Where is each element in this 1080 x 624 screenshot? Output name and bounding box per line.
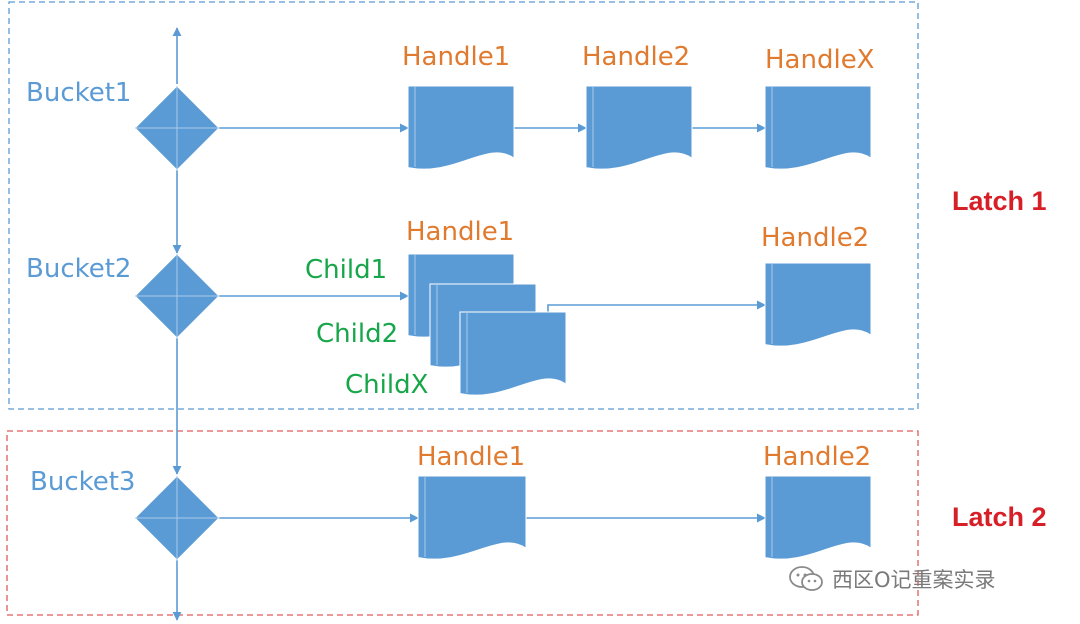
row3-handle1-doc <box>417 475 527 560</box>
row3-handle2-doc <box>764 475 872 560</box>
row1-handlex-doc <box>764 85 872 170</box>
row2-handle2-label: Handle2 <box>761 223 870 253</box>
row3-handle1-label: Handle1 <box>417 442 526 472</box>
row1-handle2-label: Handle2 <box>582 42 691 72</box>
bucket2-label: Bucket2 <box>26 254 132 284</box>
childx-label: ChildX <box>345 370 429 400</box>
row3-handle2-label: Handle2 <box>763 442 872 472</box>
latch1-label: Latch 1 <box>952 186 1047 216</box>
bucket1-label: Bucket1 <box>26 78 132 108</box>
watermark-text: 西区O记重案实录 <box>832 568 996 592</box>
connector-child-h2 <box>547 300 766 312</box>
child2-label: Child2 <box>316 319 399 349</box>
watermark: 西区O记重案实录 <box>788 564 996 594</box>
latch2-label: Latch 2 <box>952 502 1047 532</box>
child1-label: Child1 <box>305 255 388 285</box>
wechat-icon <box>789 566 823 591</box>
latch-1-border <box>8 1 919 410</box>
bucket3-label: Bucket3 <box>30 467 136 497</box>
row2-handle1-label: Handle1 <box>406 217 515 247</box>
row1-handle2-doc <box>585 85 693 170</box>
latch-2-border <box>6 430 919 616</box>
row1-handle1-label: Handle1 <box>402 42 511 72</box>
row1-handle1-doc <box>407 85 515 170</box>
row2-handle1-childx-doc <box>459 311 567 396</box>
chain-connectors <box>218 123 766 523</box>
row2-handle2-doc <box>764 262 872 347</box>
row1-handlex-label: HandleX <box>765 45 875 75</box>
